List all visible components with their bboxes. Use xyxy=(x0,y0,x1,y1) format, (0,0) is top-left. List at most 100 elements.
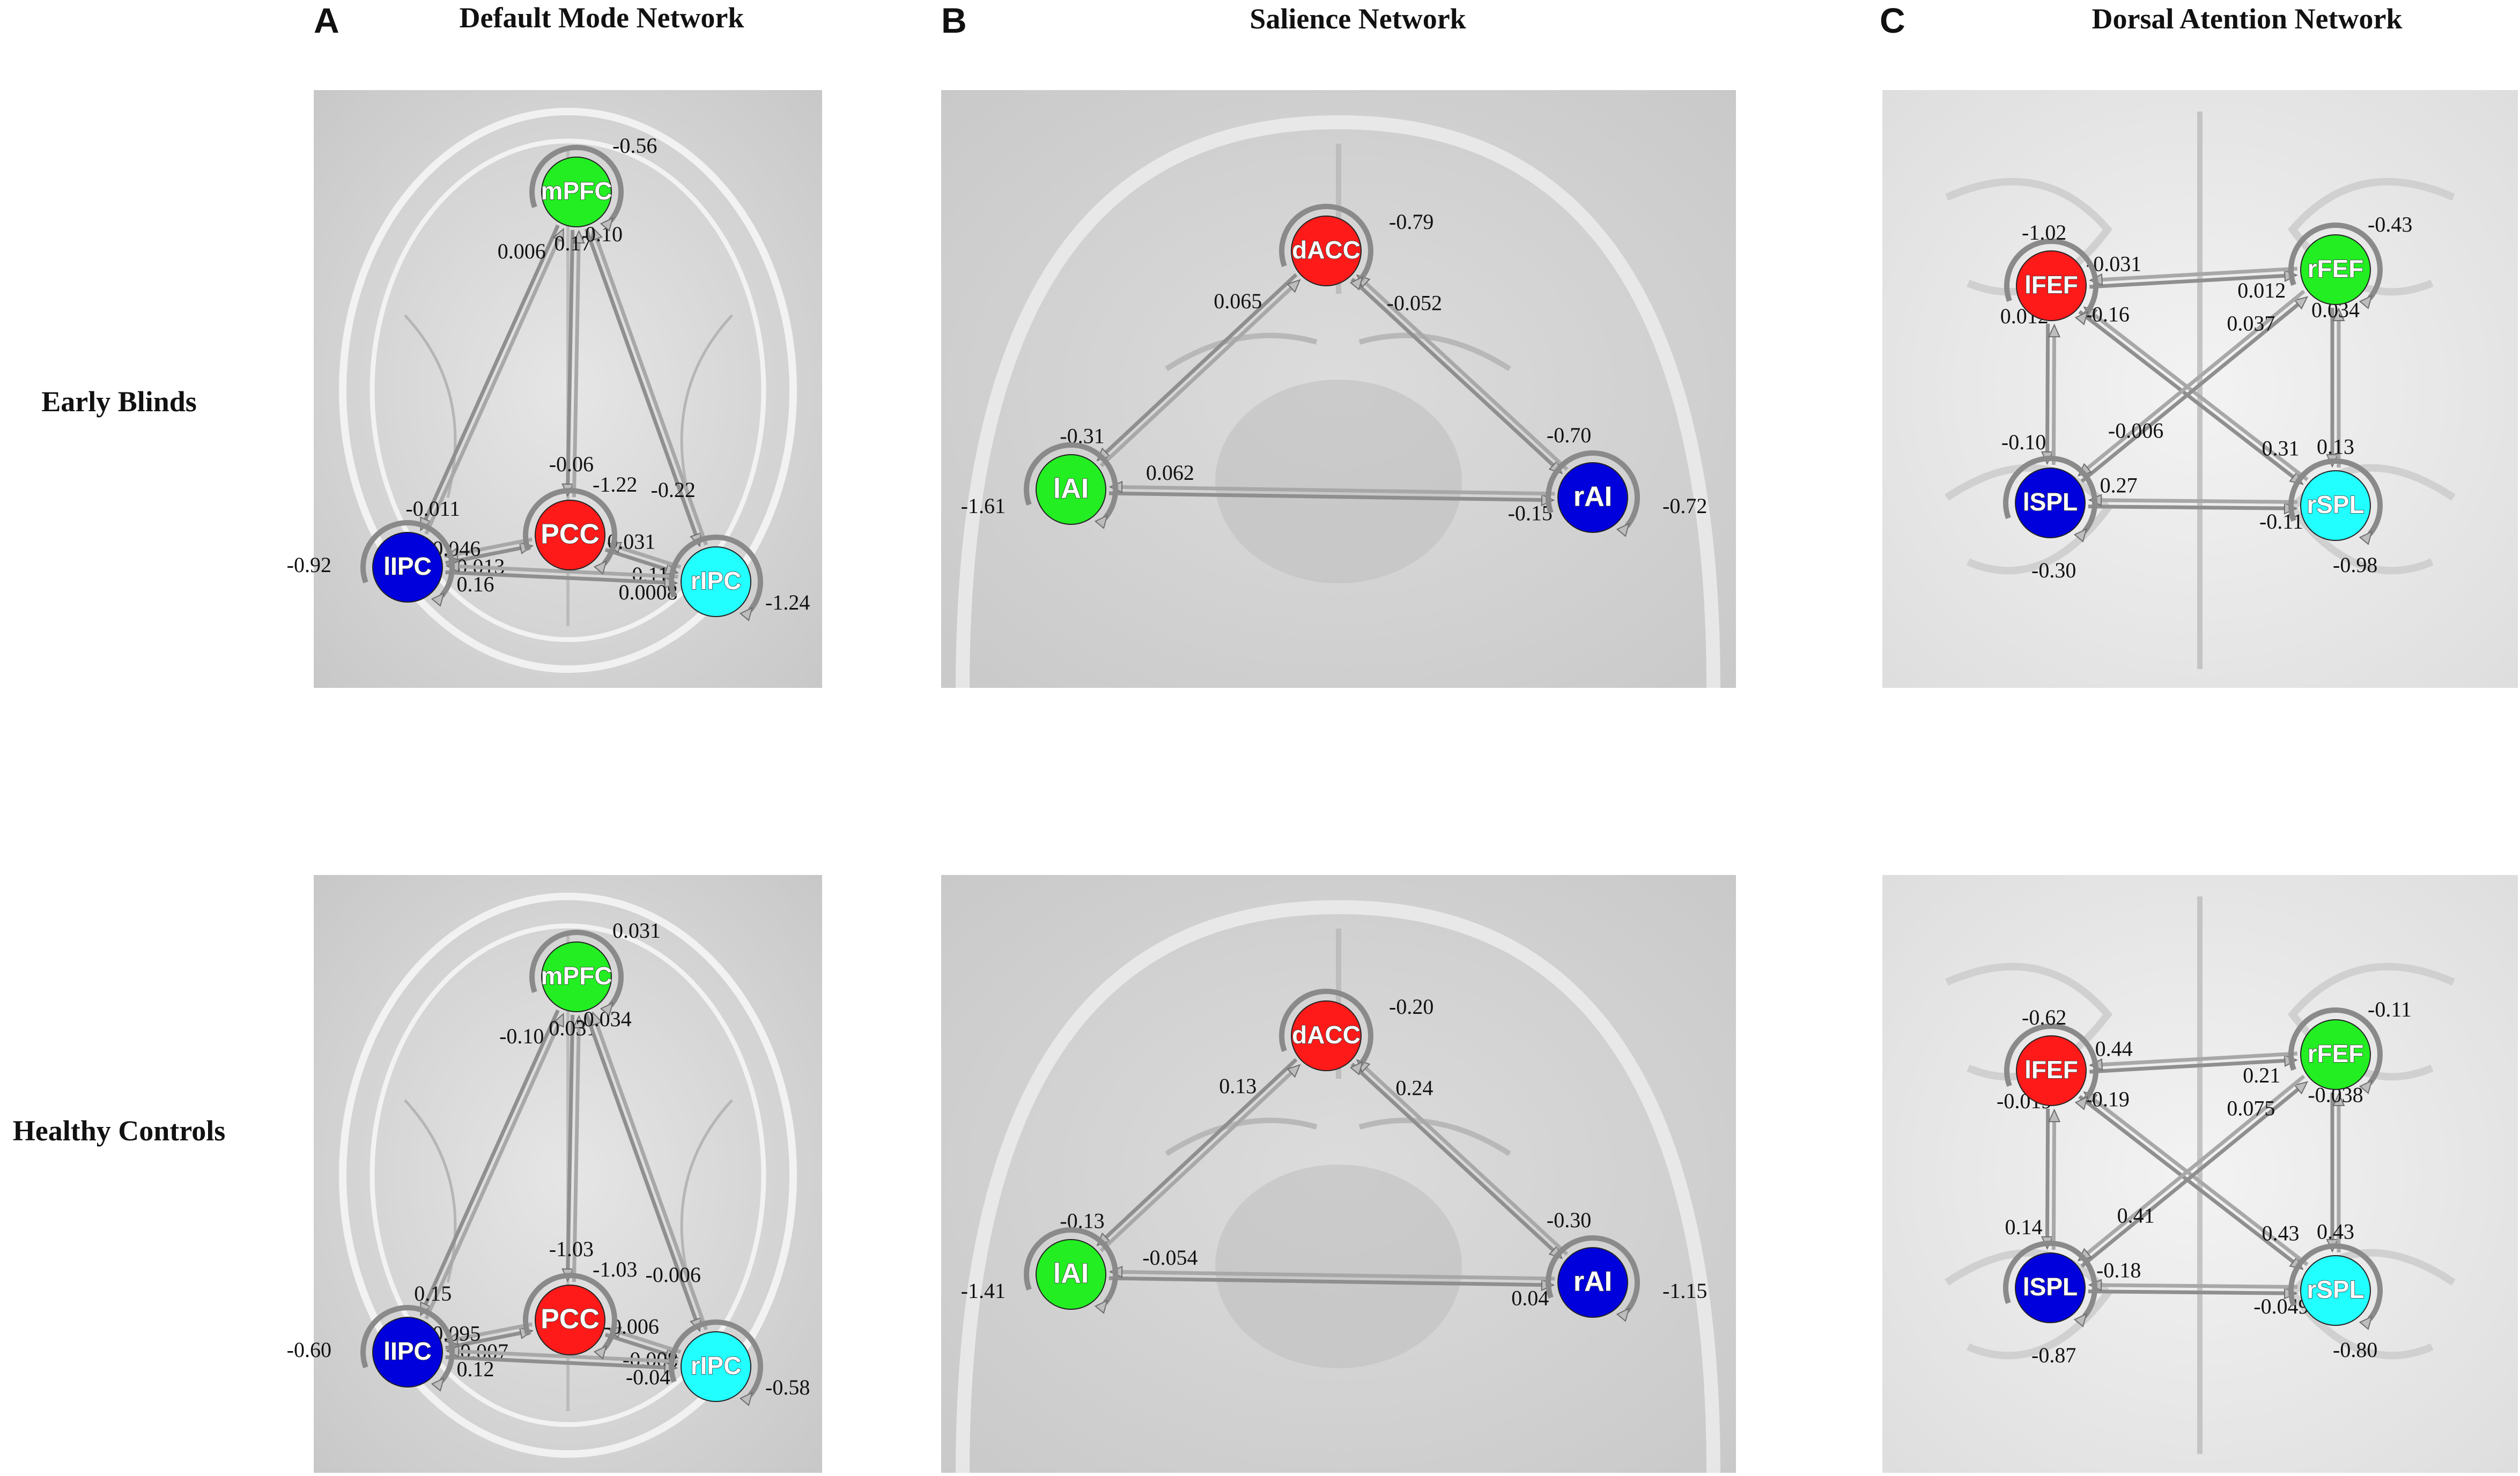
title-dorsal-attention-network: Dorsal Atention Network xyxy=(2092,3,2403,35)
brain-background xyxy=(941,875,1736,1473)
node-dacc: dACC -0.20 xyxy=(1279,989,1433,1076)
connection-dacc-lai: 0.065-0.31 xyxy=(1060,273,1301,468)
edge-weight-bwd: -0.049 xyxy=(2253,1294,2309,1318)
connection-lspl-rspl: 0.27 -0.11 xyxy=(2088,473,2303,533)
self-connection-value: -0.98 xyxy=(2333,553,2377,577)
node-dacc: dACC-0.79 xyxy=(1279,204,1433,291)
self-connection-value: -0.20 xyxy=(1389,995,1433,1019)
edge-weight-bwd: 0.0008 xyxy=(619,580,678,604)
self-connection-value: -0.56 xyxy=(612,133,657,158)
edge-weight-fwd: -0.054 xyxy=(1142,1245,1198,1270)
edge-weight-bwd: -0.04 xyxy=(626,1365,670,1389)
edge-weight-bwd: -0.70 xyxy=(1547,423,1591,447)
edge-weight-fwd: 0.15 xyxy=(414,1281,452,1306)
edge-weight-fwd: 0.16 xyxy=(457,572,494,596)
edge-weight-bwd: 0.14 xyxy=(2005,1215,2043,1239)
node-label: lAI xyxy=(1053,1258,1089,1289)
self-connection-value: -0.43 xyxy=(2368,212,2412,236)
node-label: lFEF xyxy=(2024,271,2078,299)
node-rfef: rFEF-0.43 xyxy=(2288,212,2412,309)
title-salience-network: Salience Network xyxy=(1250,3,1466,35)
node-rai: rAI-1.15 xyxy=(1546,1235,1707,1322)
node-ripc: rIPC -0.58 xyxy=(669,1319,810,1406)
edge-weight-fwd: 0.24 xyxy=(1395,1076,1433,1100)
panel-dorsal-attention-healthy-controls: 0.440.21-0.0190.14-0.0380.43-0.18-0.049-… xyxy=(1882,875,2518,1473)
edge-weight-bwd: -0.11 xyxy=(2259,509,2303,533)
node-lfef: lFEF -1.02 xyxy=(2004,220,2098,325)
edge-weight-fwd: 0.27 xyxy=(2100,473,2138,497)
edge-weight-fwd: 0.41 xyxy=(2117,1204,2155,1228)
self-connection-value: -0.58 xyxy=(765,1375,810,1399)
edge-weight-fwd: 0.44 xyxy=(2095,1037,2133,1061)
row-label-early-blinds: Early Blinds xyxy=(41,385,197,418)
node-lipc: lIPC-0.92 xyxy=(287,520,455,607)
edge-weight-bwd: 0.31 xyxy=(2262,436,2300,461)
brain-background xyxy=(941,90,1736,688)
edge-weight-bwd: 0.012 xyxy=(2237,278,2286,302)
self-connection-value: -1.15 xyxy=(1662,1279,1707,1303)
connection-lipc-ripc: 0.12-0.04 xyxy=(445,1345,678,1389)
panel-salience-healthy-controls: 0.13-0.130.24-0.30-0.0540.04dACC-0.20lAI… xyxy=(941,875,1736,1473)
panel-dmn-healthy-controls: 0.15-0.10-1.030.031-0.006-0.034-0.007-0.… xyxy=(287,875,822,1473)
self-connection-value: -0.11 xyxy=(2368,997,2412,1021)
edge-weight-bwd: 0.43 xyxy=(2317,1220,2354,1244)
edge-weight-bwd: -0.15 xyxy=(1508,501,1553,525)
self-connection-value: -0.87 xyxy=(2031,1343,2076,1367)
self-connection-value: -0.80 xyxy=(2333,1338,2377,1362)
node-label: rIPC xyxy=(691,567,742,595)
edge-weight-fwd: 0.062 xyxy=(1146,461,1194,485)
self-connection-value: -0.60 xyxy=(287,1338,331,1362)
edge-weight-fwd: 0.065 xyxy=(1214,289,1262,313)
panel-salience-early-blinds: 0.065-0.31 -0.052 -0.70 0.062 -0.15 dACC-0.79… xyxy=(941,90,1736,688)
self-connection-value: -1.02 xyxy=(2022,220,2066,244)
edge-weight-bwd: 0.43 xyxy=(2262,1221,2300,1245)
edge-weight-bwd: 0.04 xyxy=(1511,1286,1549,1310)
node-rspl: rSPL -0.80 xyxy=(2288,1243,2383,1362)
node-label: lFEF xyxy=(2024,1056,2078,1084)
edge-weight-fwd: -1.03 xyxy=(549,1237,594,1261)
node-label: rFEF xyxy=(2308,1040,2364,1067)
node-mpfc: mPFC-0.56 xyxy=(529,133,657,232)
node-label: rSPL xyxy=(2307,1275,2364,1303)
node-label: lIPC xyxy=(383,1337,431,1365)
node-label: dACC xyxy=(1292,1021,1361,1049)
node-label: PCC xyxy=(541,1304,600,1335)
node-label: lSPL xyxy=(2023,1273,2078,1301)
connection-lfef-lspl: 0.012-0.10 xyxy=(2000,304,2061,465)
self-connection-value: -1.22 xyxy=(593,472,637,496)
node-pcc: PCC -1.03 xyxy=(523,1257,637,1360)
self-connection-value: -0.62 xyxy=(2022,1005,2066,1029)
brain-background xyxy=(1882,875,2518,1473)
edge-weight-fwd: -0.011 xyxy=(405,496,460,521)
node-label: mPFC xyxy=(541,177,612,205)
connection-lai-rai: -0.054 0.04 xyxy=(1108,1245,1555,1310)
node-label: rIPC xyxy=(691,1352,742,1379)
self-connection-value: -1.61 xyxy=(961,494,1006,518)
connection-mpfc-ripc: -0.220.10 xyxy=(584,222,708,547)
edge-weight-bwd: -0.10 xyxy=(2001,430,2046,454)
node-lipc: lIPC -0.60 xyxy=(287,1305,455,1392)
node-pcc: PCC-1.22 xyxy=(523,472,637,575)
edge-weight-fwd: -0.052 xyxy=(1387,291,1442,315)
node-lai: lAI-1.61 xyxy=(961,442,1118,529)
edge-weight-bwd: 0.075 xyxy=(2227,1096,2275,1121)
connection-lai-rai: 0.062 -0.15 xyxy=(1108,461,1555,525)
edge-weight-bwd: -0.30 xyxy=(1547,1208,1591,1232)
node-lfef: lFEF -0.62 xyxy=(2004,1005,2098,1110)
edge-weight-bwd: 0.21 xyxy=(2243,1063,2280,1087)
panel-letter-b: B xyxy=(941,1,967,40)
self-connection-value: -0.79 xyxy=(1389,210,1433,234)
node-label: lIPC xyxy=(383,552,431,580)
self-connection-value: -1.03 xyxy=(593,1257,637,1281)
self-connection-value: -1.41 xyxy=(961,1279,1006,1303)
connection-dacc-rai: -0.052 -0.70 xyxy=(1350,274,1591,474)
title-default-mode-network: Default Mode Network xyxy=(459,2,744,34)
edge-weight-bwd: 0.17 xyxy=(554,231,592,255)
node-rai: rAI-0.72 xyxy=(1546,450,1707,537)
node-ripc: rIPC-1.24 xyxy=(669,535,810,621)
edge-weight-fwd: -0.18 xyxy=(2096,1258,2141,1282)
